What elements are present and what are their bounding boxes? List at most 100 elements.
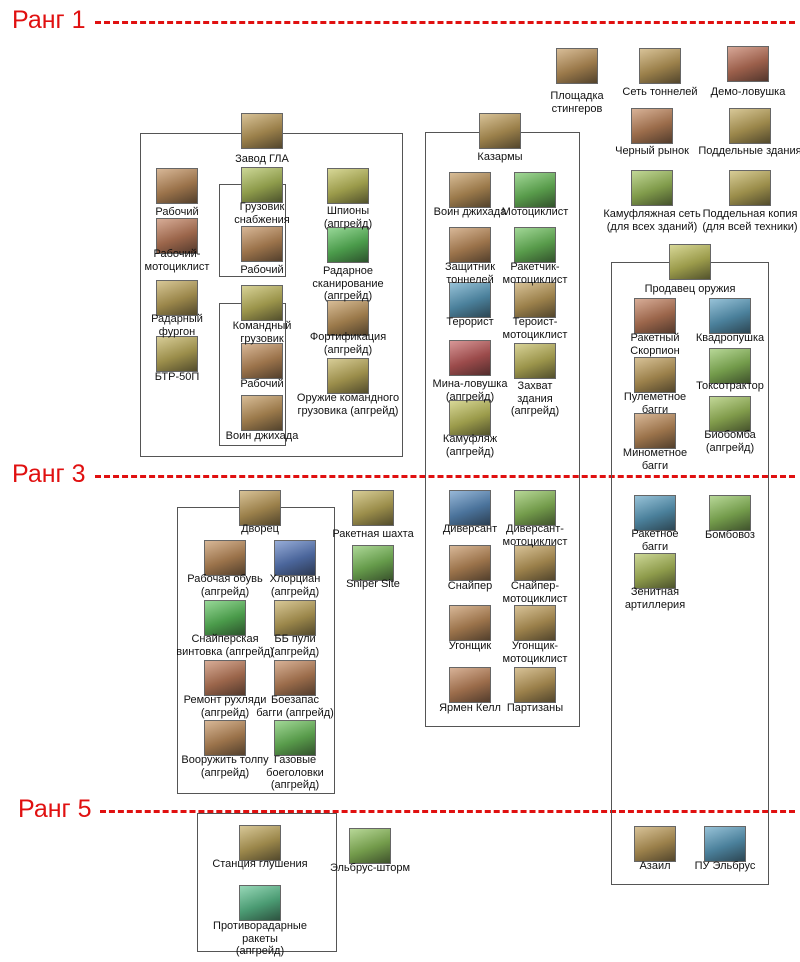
tech-item-hijacker: Угонщик: [410, 605, 530, 652]
junk-repair-label: Ремонт рухляди (апгрейд): [183, 694, 267, 719]
tech-item-stinger-site: Площадка стингеров: [517, 48, 637, 115]
tech-item-terror-biker: Тероист- мотоциклист: [475, 282, 595, 341]
jihad-1-label: Воин джихада: [225, 430, 299, 442]
toxin-tractor-label: Токсотрактор: [696, 380, 764, 392]
tech-item-worker-1: Рабочий: [117, 168, 237, 218]
sniper-rifle-label: Снайперская винтовка (апгрейд): [176, 633, 274, 658]
spies-icon: [327, 168, 369, 204]
tech-item-radar-scan: Радарное сканирование (апгрейд): [288, 227, 408, 302]
saboteur-biker-label: Диверсант- мотоциклист: [502, 523, 568, 548]
tech-item-gla-factory: Завод ГЛА: [202, 113, 322, 165]
fake-copy-icon: [729, 170, 771, 206]
tunnel-defender-icon: [449, 227, 491, 263]
tech-item-mortar-buggy: Минометное багги: [595, 413, 715, 472]
azail-label: Азаил: [639, 860, 671, 872]
work-boots-icon: [204, 540, 246, 576]
btr50-icon: [156, 336, 198, 372]
jamming-station-group: [197, 813, 337, 952]
elbrus-launcher-icon: [704, 826, 746, 862]
tech-item-biker: Мотоциклист: [475, 172, 595, 218]
tech-item-anti-radar-missiles: Противорадарные ракеты (апгрейд): [200, 885, 320, 957]
rank-5-label: Ранг 5: [18, 795, 92, 823]
tunnel-defender-label: Защитник тоннелей: [444, 261, 496, 286]
tech-item-bomb-truck: Бомбовоз: [670, 495, 790, 541]
biker-icon: [514, 172, 556, 208]
ap-bullets-icon: [274, 600, 316, 636]
tech-item-camouflage: Камуфляж (апгрейд): [410, 400, 530, 458]
anti-radar-missiles-icon: [239, 885, 281, 921]
terror-biker-icon: [514, 282, 556, 318]
saboteur-biker-icon: [514, 490, 556, 526]
black-market-icon: [631, 108, 673, 144]
tech-item-gas-warheads: Газовые боеголовки (апгрейд): [235, 720, 355, 791]
hijacker-label: Угонщик: [448, 640, 492, 652]
tech-item-toxin-tractor: Токсотрактор: [670, 348, 790, 392]
tech-item-rocket-buggy: Ракетное багги: [595, 495, 715, 553]
tech-item-demo-trap: Демо-ловушка: [688, 46, 800, 98]
tech-item-capture-building: Захват здания (апгрейд): [475, 343, 595, 417]
tech-item-jihad-1: Воин джихада: [202, 395, 322, 442]
tech-item-aa-artillery: Зенитная артиллерия: [595, 553, 715, 611]
arms-dealer-icon: [669, 244, 711, 280]
capture-building-label: Захват здания (апгрейд): [510, 380, 560, 417]
mg-buggy-icon: [634, 357, 676, 393]
fake-copy-label: Поддельная копия (для всей техники): [702, 208, 798, 233]
tech-item-supply-truck: Грузовик снабжения: [202, 167, 322, 226]
tunnel-network-icon: [639, 48, 681, 84]
partisans-label: Партизаны: [506, 702, 564, 714]
tech-item-arm-mob: Вооружить толпу (апгрейд): [165, 720, 285, 779]
tech-item-jihad-2: Воин джихада: [410, 172, 530, 218]
supply-truck-label: Грузовик снабжения: [234, 201, 290, 226]
tech-item-sniper: Снайпер: [410, 545, 530, 592]
tech-item-terrorist: Терорист: [410, 282, 530, 328]
tech-item-hijacker-biker: Угонщик- мотоциклист: [475, 605, 595, 665]
sniper-site-icon: [352, 545, 394, 581]
sniper-site-label: Sniper Site: [346, 578, 400, 590]
worker-moto-icon: [156, 218, 198, 254]
stinger-site-label: Площадка стингеров: [550, 90, 604, 115]
jamming-station-label: Станция глушения: [212, 858, 308, 870]
tech-item-fake-buildings: Поддельные здания: [690, 108, 800, 157]
rocket-biker-icon: [514, 227, 556, 263]
tech-item-biobomb: Биобомба (апгрейд): [670, 396, 790, 454]
worker-2-label: Рабочий: [240, 264, 284, 276]
saboteur-label: Диверсант: [442, 523, 498, 535]
booby-trap-label: Мина-ловушка (апгрейд): [432, 378, 508, 403]
jihad-1-icon: [241, 395, 283, 431]
spies-label: Шпионы (апгрейд): [323, 205, 373, 230]
tech-item-black-market: Черный рынок: [592, 108, 712, 157]
work-boots-label: Рабочая обувь (апгрейд): [187, 573, 263, 598]
arms-dealer-label: Продавец оружия: [644, 283, 736, 295]
worker-1-icon: [156, 168, 198, 204]
mortar-buggy-icon: [634, 413, 676, 449]
camouflage-label: Камуфляж (апгрейд): [442, 433, 498, 458]
bomb-truck-icon: [709, 495, 751, 531]
camo-net-label: Камуфляжная сеть (для всех зданий): [603, 208, 701, 233]
fortification-icon: [327, 300, 369, 336]
elbrus-storm-label: Эльбрус-шторм: [329, 862, 411, 874]
rank-3-label: Ранг 3: [12, 460, 86, 488]
azail-icon: [634, 826, 676, 862]
bomb-truck-label: Бомбовоз: [705, 529, 755, 541]
tech-item-tunnel-network: Сеть тоннелей: [600, 48, 720, 98]
fake-buildings-icon: [729, 108, 771, 144]
tech-item-btr50: БТР-50П: [117, 336, 237, 383]
tech-item-saboteur: Диверсант: [410, 490, 530, 535]
barracks-icon: [479, 113, 521, 149]
tech-item-palace: Дворец: [200, 490, 320, 535]
tech-item-worker-2: Рабочий: [202, 226, 322, 276]
chlorcyan-icon: [274, 540, 316, 576]
rank-3-divider: [95, 475, 795, 478]
arm-mob-icon: [204, 720, 246, 756]
radar-scan-label: Радарное сканирование (апгрейд): [312, 265, 384, 302]
mg-buggy-label: Пулеметное багги: [623, 391, 687, 416]
tech-item-fortification: Фортификация (апгрейд): [288, 300, 408, 356]
aa-artillery-icon: [634, 553, 676, 589]
tech-item-camo-net: Камуфляжная сеть (для всех зданий): [592, 170, 712, 233]
tech-item-elbrus-launcher: ПУ Эльбрус: [665, 826, 785, 872]
jamming-station-icon: [239, 825, 281, 861]
cmd-truck-weapon-icon: [327, 358, 369, 394]
barracks-label: Казармы: [477, 151, 523, 163]
capture-building-icon: [514, 343, 556, 379]
mortar-buggy-label: Минометное багги: [622, 447, 688, 472]
